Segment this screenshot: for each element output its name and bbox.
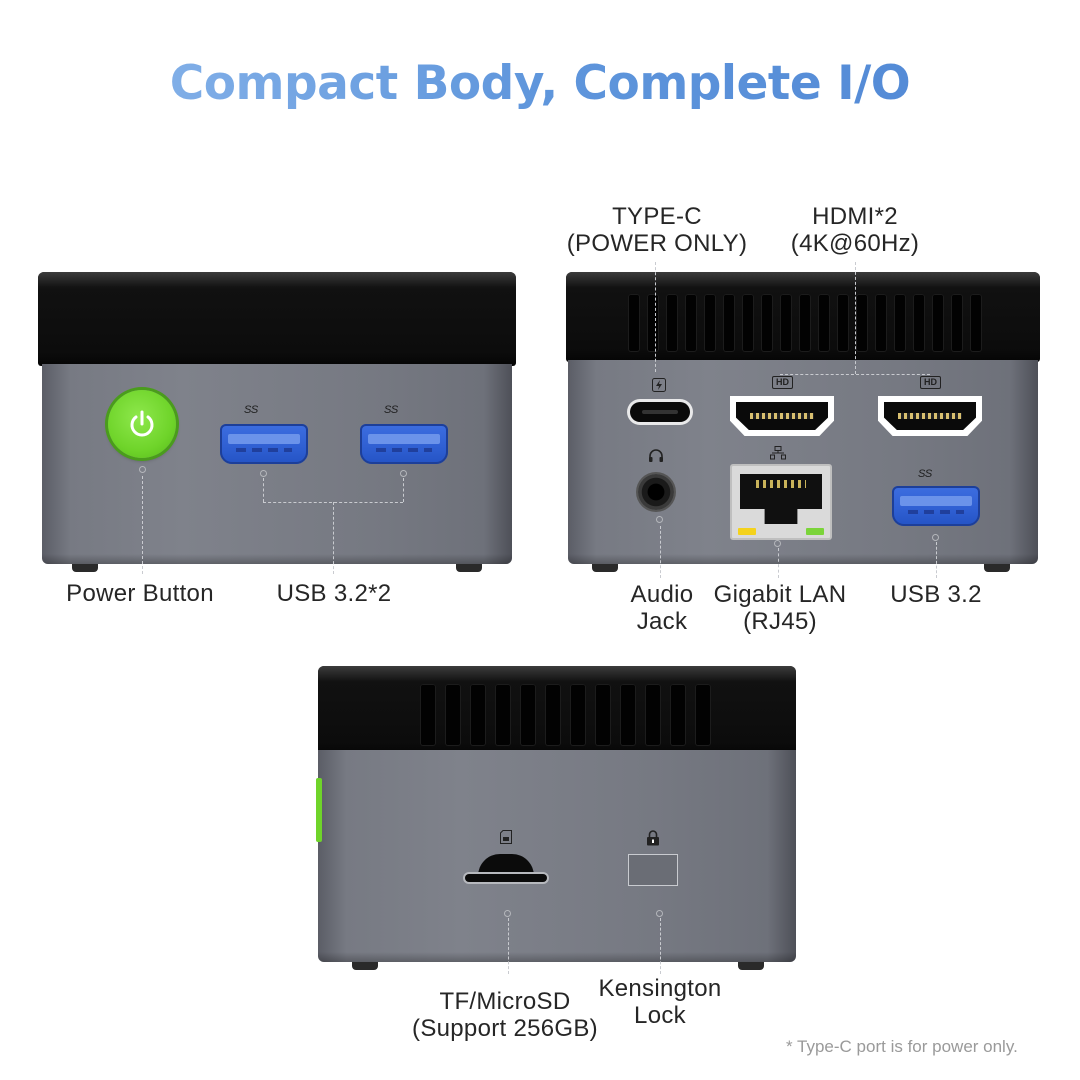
side-view-device: [316, 666, 796, 972]
label-lan-line1: Gigabit LAN: [713, 581, 847, 608]
callout-dot: [774, 540, 781, 547]
kensington-lock-slot[interactable]: [628, 854, 678, 886]
power-icon: [130, 410, 154, 437]
label-hdmi: HDMI*2 (4K@60Hz): [760, 203, 950, 257]
label-audio-line1: Audio: [630, 581, 694, 608]
network-icon: [770, 446, 786, 460]
callout-line: [263, 478, 264, 502]
label-tf-line1: TF/MicroSD: [439, 988, 571, 1015]
callout-line: [778, 548, 779, 578]
callout-dot: [656, 516, 663, 523]
label-typec-line2: (POWER ONLY): [566, 230, 748, 257]
device-foot: [72, 564, 98, 572]
label-tf-line2: (Support 256GB): [412, 1015, 598, 1042]
device-foot: [984, 564, 1010, 572]
device-foot: [352, 962, 378, 970]
lan-led-yellow: [738, 528, 756, 535]
device-foot: [592, 564, 618, 572]
label-gigabit-lan: Gigabit LAN (RJ45): [700, 581, 860, 635]
callout-line: [780, 374, 930, 375]
callout-line: [855, 262, 856, 374]
label-kensington-line2: Lock: [634, 1002, 686, 1029]
ethernet-port[interactable]: [730, 464, 832, 540]
sd-card-icon: [500, 830, 512, 844]
footnote: * Type-C port is for power only.: [786, 1037, 1018, 1056]
label-lan-line2: (RJ45): [743, 608, 817, 635]
lan-led-green: [806, 528, 824, 535]
device-chassis: [318, 750, 796, 962]
callout-dot: [504, 910, 511, 917]
typec-port[interactable]: [630, 402, 690, 422]
power-button-edge: [316, 778, 322, 842]
device-lid: [38, 272, 516, 366]
vent-grille: [420, 684, 711, 746]
callout-line: [333, 502, 334, 574]
hd-icon: HD: [772, 376, 793, 389]
rear-view-device: HD HD SS: [566, 272, 1040, 572]
usb-superspeed-icon: SS: [244, 404, 258, 416]
label-typec: TYPE-C (POWER ONLY): [548, 203, 766, 257]
label-audio-line2: Jack: [636, 608, 688, 635]
hdmi-port-2[interactable]: [878, 396, 982, 436]
power-button[interactable]: [108, 390, 176, 458]
usb-port-front-1[interactable]: [220, 424, 308, 464]
callout-line: [655, 262, 656, 372]
label-typec-line1: TYPE-C: [612, 203, 702, 230]
callout-line: [142, 476, 143, 574]
callout-dot: [932, 534, 939, 541]
callout-line: [660, 918, 661, 974]
device-foot: [738, 962, 764, 970]
microsd-slot[interactable]: [465, 874, 547, 882]
label-usb-front: USB 3.2*2: [276, 580, 392, 607]
vent-grille: [628, 294, 982, 352]
label-tf-microsd: TF/MicroSD (Support 256GB): [380, 988, 630, 1042]
device-foot: [456, 564, 482, 572]
lock-icon: [647, 830, 659, 846]
callout-line: [403, 478, 404, 502]
sd-slot-recess: [478, 854, 534, 876]
callout-line: [936, 542, 937, 578]
callout-dot: [400, 470, 407, 477]
page-title: Compact Body, Complete I/O: [0, 56, 1080, 111]
hdmi-port-1[interactable]: [730, 396, 834, 436]
usb-port-front-2[interactable]: [360, 424, 448, 464]
callout-dot: [139, 466, 146, 473]
label-kensington-lock: Kensington Lock: [582, 975, 738, 1029]
label-audio-jack: Audio Jack: [612, 581, 712, 635]
label-hdmi-line1: HDMI*2: [812, 203, 898, 230]
callout-dot: [656, 910, 663, 917]
callout-line: [508, 918, 509, 974]
usb-superspeed-icon: SS: [384, 404, 398, 416]
audio-jack-port[interactable]: [638, 474, 674, 510]
usb-port-rear[interactable]: [892, 486, 980, 526]
label-power-button: Power Button: [66, 580, 214, 607]
lightning-icon: [652, 378, 666, 392]
usb-superspeed-icon: SS: [918, 468, 932, 480]
hd-icon: HD: [920, 376, 941, 389]
callout-line: [660, 526, 661, 578]
front-view-device: SS SS: [38, 272, 516, 572]
callout-dot: [260, 470, 267, 477]
device-chassis: [42, 364, 512, 564]
label-kensington-line1: Kensington: [598, 975, 722, 1002]
label-hdmi-line2: (4K@60Hz): [790, 230, 920, 257]
label-usb-rear: USB 3.2: [890, 581, 982, 608]
headphone-icon: [649, 449, 663, 462]
